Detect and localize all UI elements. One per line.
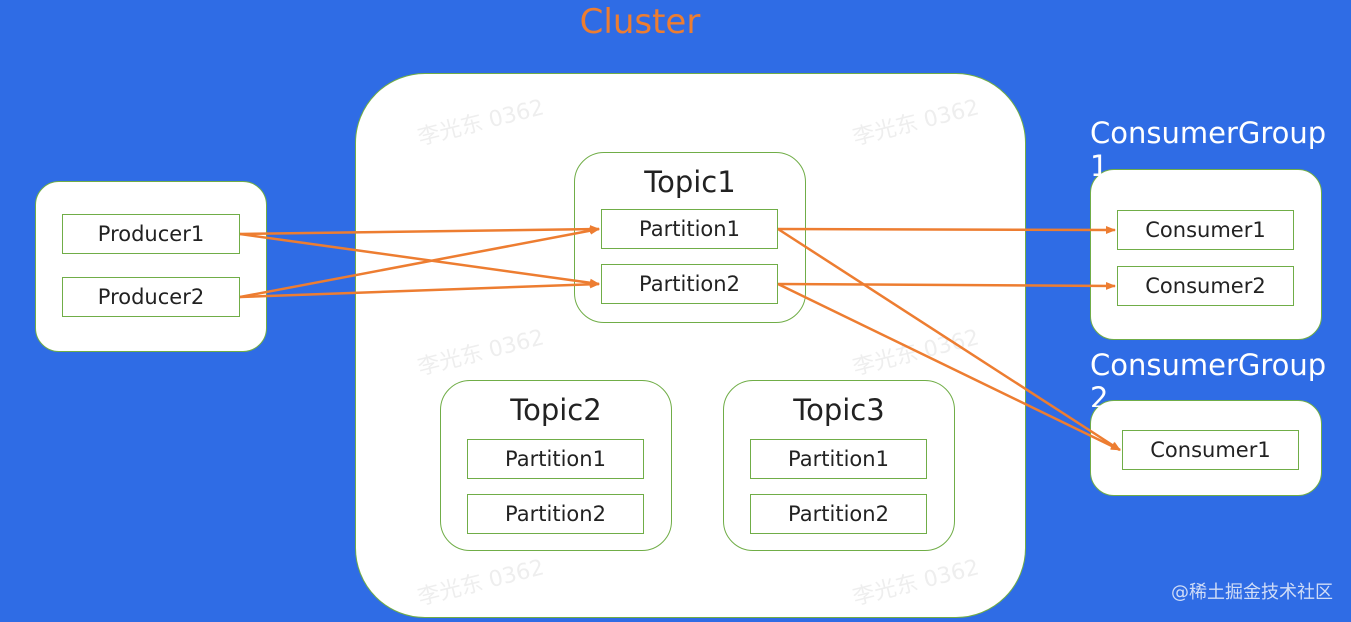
- consumer-group2-title: ConsumerGroup 2: [1090, 349, 1327, 407]
- consumer-group1-panel: [1090, 169, 1322, 340]
- topic2-label: Topic2: [510, 393, 602, 427]
- cluster-title: Cluster: [579, 2, 701, 42]
- group2-consumer1[interactable]: Consumer1: [1122, 430, 1299, 470]
- topic1-partition2[interactable]: Partition2: [601, 264, 778, 304]
- topic3-label: Topic3: [793, 393, 885, 427]
- topic2-partition2[interactable]: Partition2: [467, 494, 644, 534]
- producer-2[interactable]: Producer2: [62, 277, 240, 317]
- group1-consumer2[interactable]: Consumer2: [1117, 266, 1294, 306]
- topic1-partition1[interactable]: Partition1: [601, 209, 778, 249]
- corner-watermark: @稀土掘金技术社区: [1171, 582, 1333, 603]
- consumer-group1-title: ConsumerGroup 1: [1090, 117, 1327, 177]
- producer-1[interactable]: Producer1: [62, 214, 240, 254]
- group1-consumer1[interactable]: Consumer1: [1117, 210, 1294, 250]
- topic1-label: Topic1: [644, 165, 736, 199]
- topic3-partition2[interactable]: Partition2: [750, 494, 927, 534]
- topic3-partition1[interactable]: Partition1: [750, 439, 927, 479]
- topic2-partition1[interactable]: Partition1: [467, 439, 644, 479]
- producer-panel: [35, 181, 267, 352]
